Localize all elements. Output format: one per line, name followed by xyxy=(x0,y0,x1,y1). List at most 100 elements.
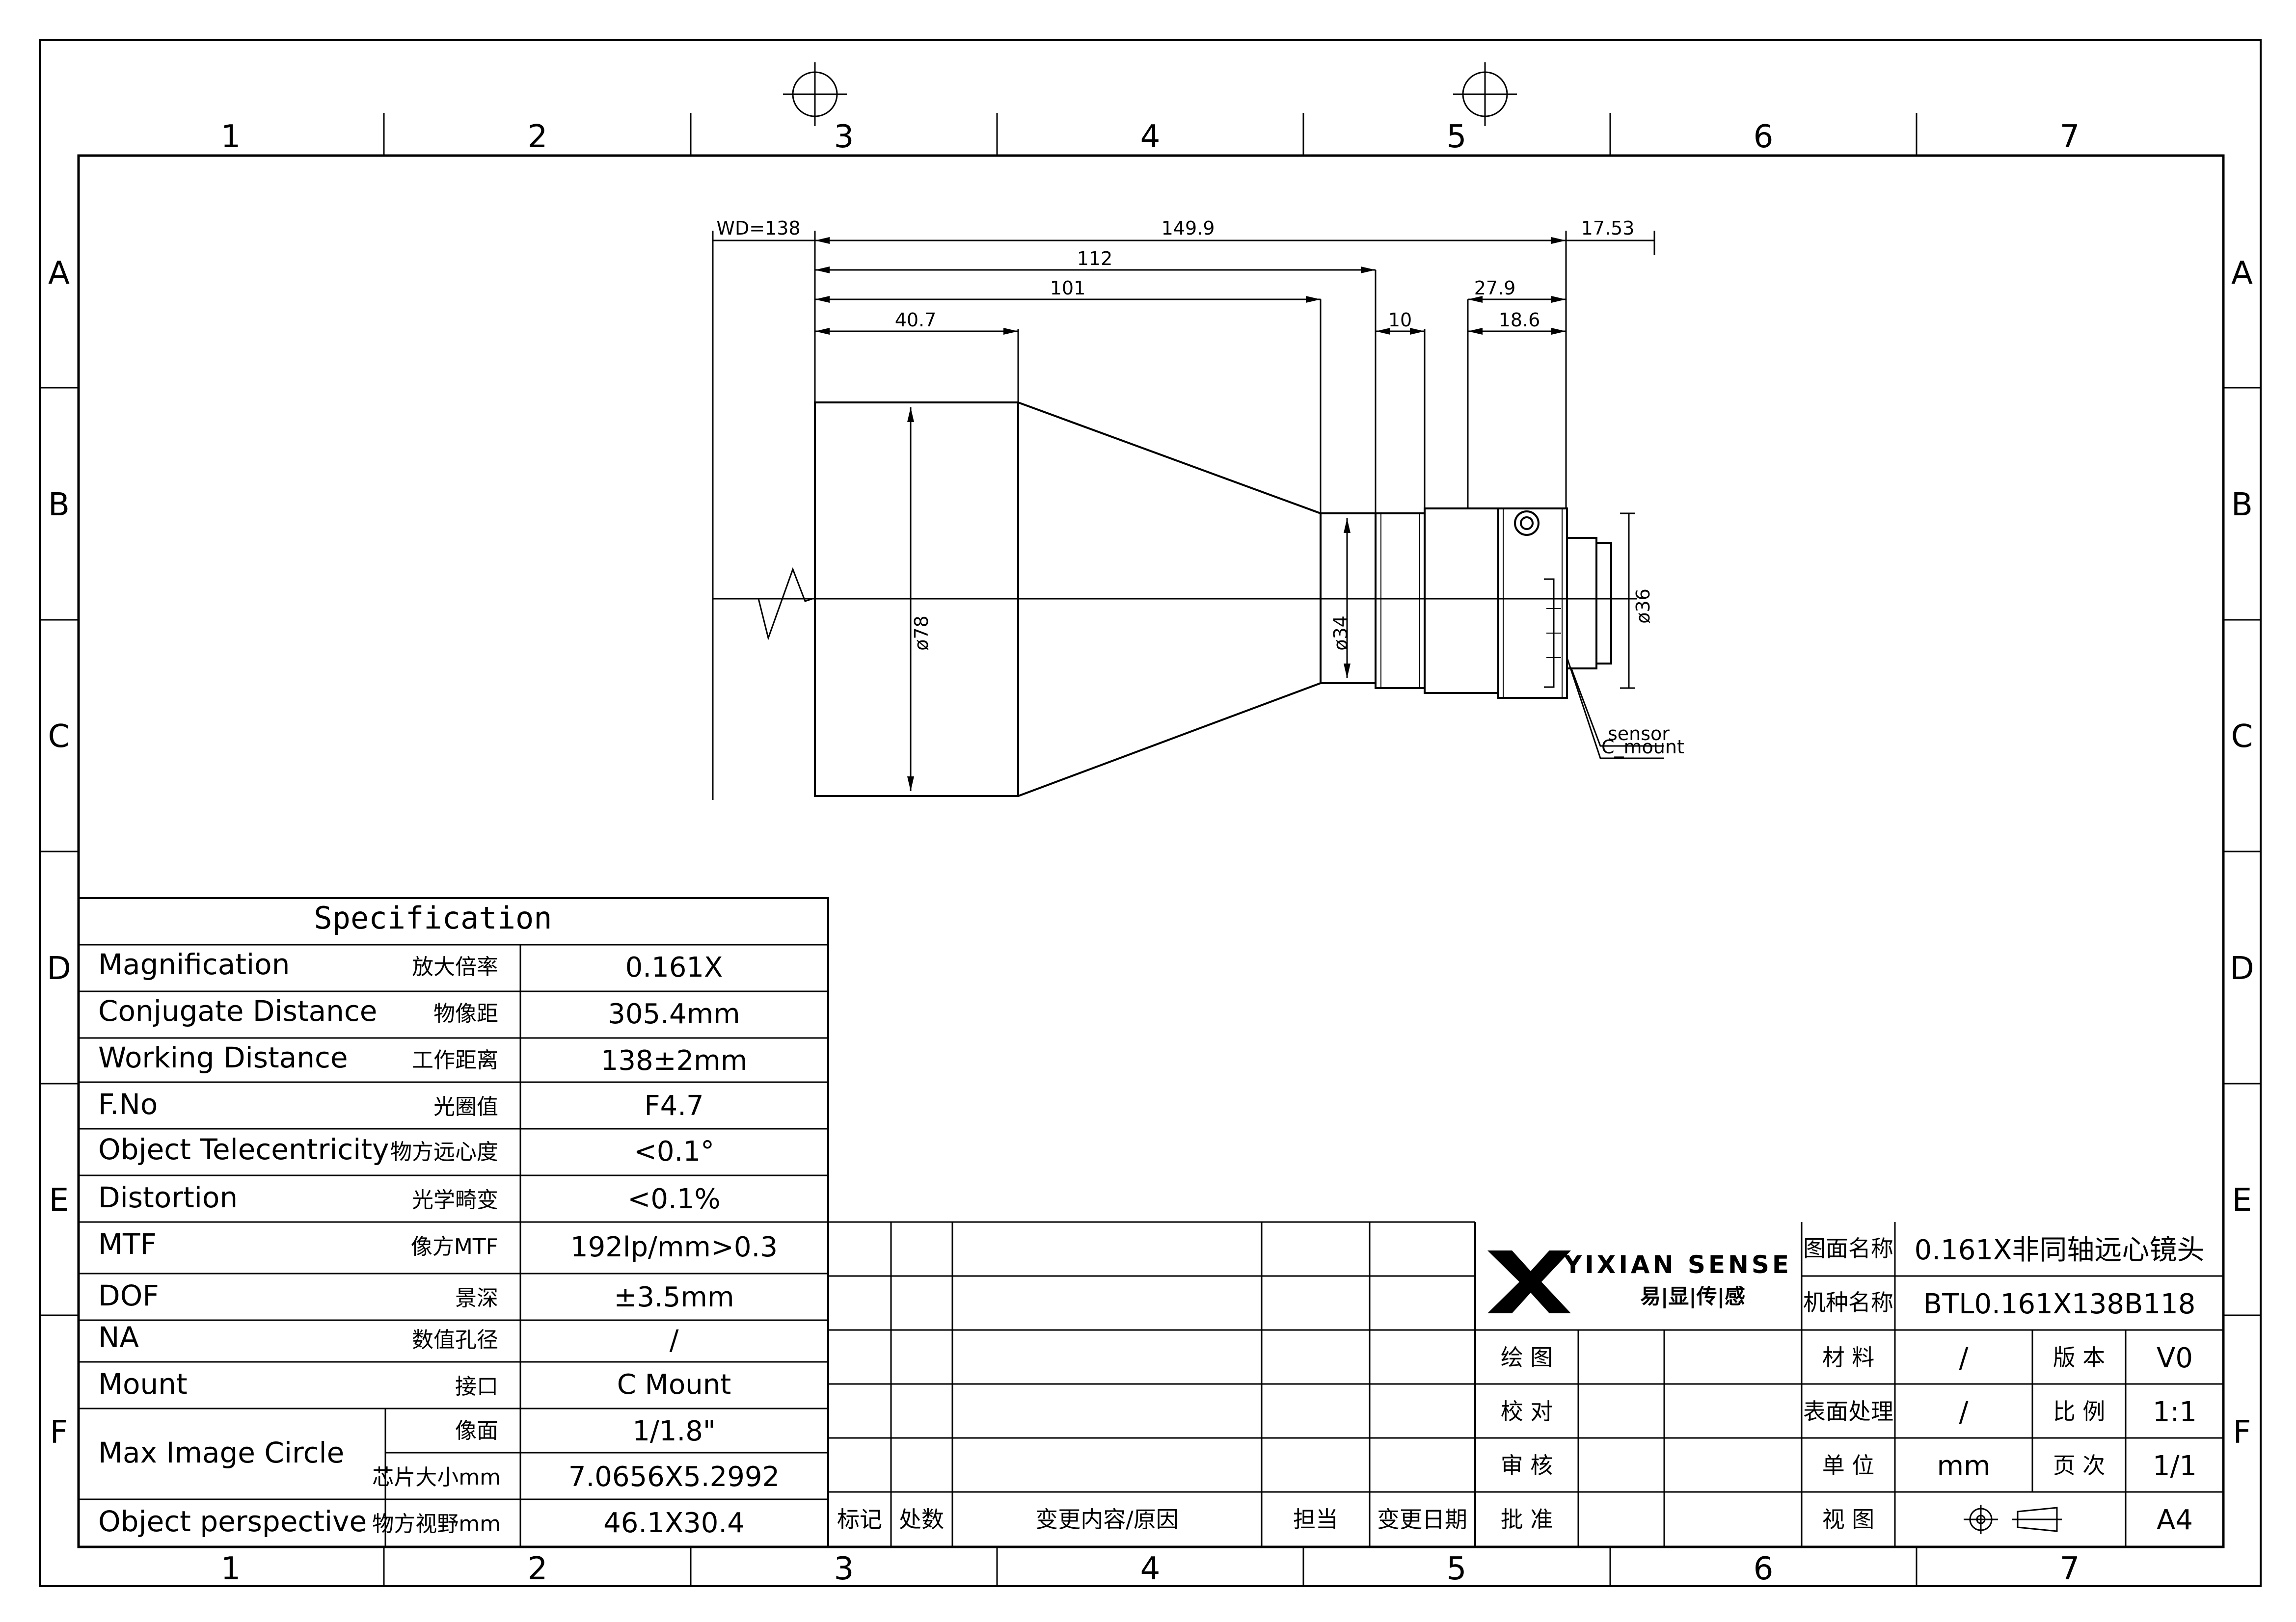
company-logo: YIXIAN SENSE 易|显|传|感 xyxy=(1487,1250,1792,1313)
spec-label-en: DOF xyxy=(98,1279,159,1312)
cmount-label: C_mount xyxy=(1601,736,1684,758)
spec-label-cn: 数值孔径 xyxy=(412,1328,498,1353)
spec-label-cn: 景深 xyxy=(455,1286,498,1311)
spec-value: ±3.5mm xyxy=(614,1281,734,1313)
lens-drawing xyxy=(712,240,1637,800)
revision-header: 变更日期 xyxy=(1377,1506,1467,1533)
spec-label-cn: 物像距 xyxy=(433,1001,498,1026)
col-label-bottom: 4 xyxy=(1140,1551,1161,1587)
scale-value: 1:1 xyxy=(2153,1396,2197,1428)
dim-17-53: 17.53 xyxy=(1581,217,1635,239)
version-value: V0 xyxy=(2157,1342,2193,1374)
spec-label-en: Max Image Circle xyxy=(98,1436,344,1469)
centering-mark-icon xyxy=(783,62,1517,126)
col-label-bottom: 2 xyxy=(528,1551,548,1587)
projection-symbol-icon xyxy=(1964,1505,2062,1534)
row-label-right: B xyxy=(2231,487,2253,523)
company-name: YIXIAN SENSE xyxy=(1564,1250,1792,1279)
col-label-top: 3 xyxy=(834,119,854,155)
drawing-name-label: 图面名称 xyxy=(1803,1235,1893,1262)
row-label-right: C xyxy=(2231,718,2253,755)
col-label-top: 2 xyxy=(528,119,548,155)
surface-value: / xyxy=(1959,1396,1969,1428)
unit-label: 单 位 xyxy=(1822,1452,1875,1479)
spec-label-en: Conjugate Distance xyxy=(98,994,377,1028)
model-name: BTL0.161X138B118 xyxy=(1923,1288,2196,1320)
drawing-frame xyxy=(39,39,2262,1587)
scale-label: 比 例 xyxy=(2053,1398,2106,1425)
spec-value: 7.0656X5.2992 xyxy=(568,1461,780,1493)
spec-value: 305.4mm xyxy=(608,998,740,1030)
dim-dia-34: ø34 xyxy=(1330,615,1351,651)
col-label-top: 7 xyxy=(2060,119,2080,155)
approval-label: 审 核 xyxy=(1501,1452,1553,1479)
sensor-label: sensor xyxy=(1608,723,1670,745)
revision-header: 处数 xyxy=(899,1506,944,1533)
revision-header: 变更内容/原因 xyxy=(1035,1506,1179,1533)
spec-value: 138±2mm xyxy=(601,1045,748,1077)
dim-101: 101 xyxy=(1050,277,1086,299)
spec-label-en: Working Distance xyxy=(98,1041,348,1074)
spec-value: C Mount xyxy=(617,1369,731,1401)
unit-value: mm xyxy=(1937,1450,1990,1482)
specification-table: Specification Magnification Conjugate Di… xyxy=(78,897,829,1548)
spec-label-en: Distortion xyxy=(98,1181,238,1214)
dim-27-9: 27.9 xyxy=(1474,277,1516,299)
dim-wd: WD=138 xyxy=(716,217,800,239)
spec-label-cn: 物方视野mm xyxy=(372,1512,501,1537)
dim-40-7: 40.7 xyxy=(895,309,937,331)
model-label: 机种名称 xyxy=(1803,1289,1893,1316)
spec-label-cn: 物方远心度 xyxy=(390,1140,498,1165)
spec-label-en: Mount xyxy=(98,1367,188,1401)
dim-dia-36: ø36 xyxy=(1632,588,1654,624)
row-labels: A B C D E F A B C D E F xyxy=(47,255,2254,1451)
view-label: 视 图 xyxy=(1822,1506,1875,1533)
column-labels: 1 2 3 4 5 6 7 1 2 3 4 5 6 7 xyxy=(221,119,2080,1587)
spec-value: / xyxy=(670,1325,679,1356)
spec-label-en: NA xyxy=(98,1321,139,1354)
drawing-name: 0.161X非同轴远心镜头 xyxy=(1915,1234,2205,1266)
spec-label-cn: 像方MTF xyxy=(411,1234,498,1259)
page-label: 页 次 xyxy=(2053,1452,2106,1479)
revision-header: 担当 xyxy=(1293,1506,1338,1533)
spec-label-cn: 工作距离 xyxy=(412,1048,498,1073)
spec-value: 192lp/mm>0.3 xyxy=(570,1231,778,1263)
approval-label: 批 准 xyxy=(1501,1506,1553,1533)
row-label-right: A xyxy=(2231,255,2253,292)
spec-label-en: Object Telecentricity xyxy=(98,1133,389,1166)
col-label-bottom: 6 xyxy=(1754,1551,1774,1587)
approval-label: 绘 图 xyxy=(1501,1344,1553,1371)
spec-value: 46.1X30.4 xyxy=(603,1507,745,1539)
title-block: YIXIAN SENSE 易|显|传|感 绘 图 校 对 审 核 批 准 图面名… xyxy=(1475,1222,2223,1547)
spec-value: <0.1% xyxy=(627,1183,720,1215)
dim-10: 10 xyxy=(1388,309,1412,331)
row-label-right: E xyxy=(2232,1182,2252,1219)
col-label-bottom: 7 xyxy=(2060,1551,2080,1587)
approval-label: 校 对 xyxy=(1501,1398,1553,1425)
col-label-top: 1 xyxy=(221,119,241,155)
spec-title: Specification xyxy=(314,900,552,936)
row-label-left: B xyxy=(48,487,70,523)
revision-header: 标记 xyxy=(837,1506,882,1533)
material-value: / xyxy=(1959,1342,1969,1374)
col-label-bottom: 1 xyxy=(221,1551,241,1587)
sheet-size: A4 xyxy=(2157,1504,2193,1536)
spec-value: <0.1° xyxy=(634,1136,714,1168)
spec-label-cn: 像面 xyxy=(455,1418,498,1443)
spec-value: 1/1.8" xyxy=(632,1415,715,1447)
spec-label-en: F.No xyxy=(98,1088,158,1121)
spec-value: 0.161X xyxy=(625,952,723,984)
spec-label-en: Object perspective xyxy=(98,1505,367,1538)
spec-label-cn: 光学畸变 xyxy=(412,1188,498,1213)
dim-dia-78: ø78 xyxy=(911,615,932,651)
row-label-left: C xyxy=(48,718,70,755)
row-label-left: D xyxy=(47,951,71,987)
dimension-lines xyxy=(712,231,1664,791)
dim-112: 112 xyxy=(1077,248,1113,269)
row-label-left: E xyxy=(49,1182,69,1219)
yixian-logo-icon xyxy=(1487,1250,1571,1313)
material-label: 材 料 xyxy=(1822,1344,1875,1371)
col-label-bottom: 5 xyxy=(1447,1551,1467,1587)
surface-label: 表面处理 xyxy=(1803,1398,1893,1425)
